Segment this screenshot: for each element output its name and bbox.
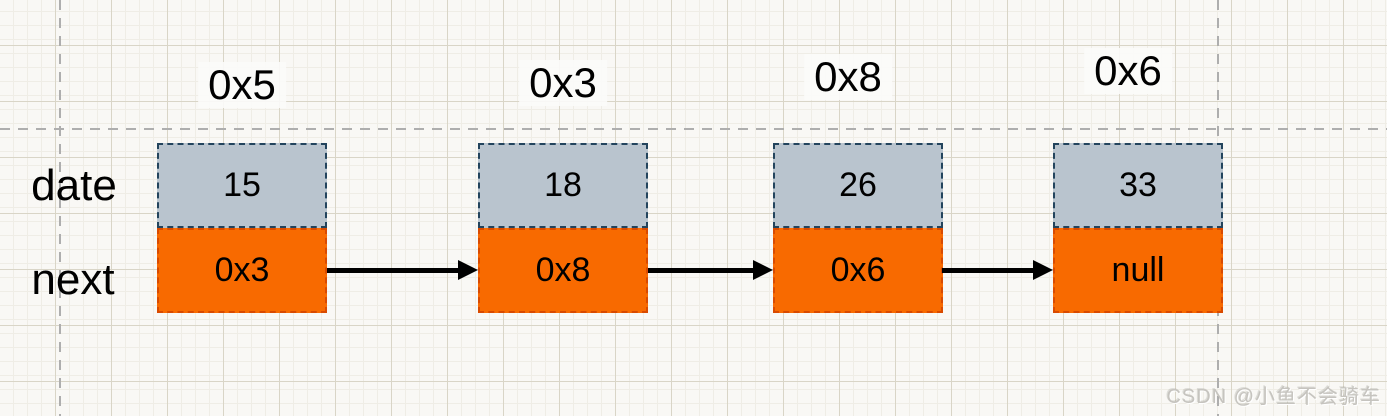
node-next-cell: null (1053, 228, 1223, 313)
linked-list-node: 15 0x3 (157, 143, 327, 313)
next-pointer-arrow-line (942, 268, 1035, 273)
next-pointer-arrow-head-icon (753, 260, 773, 280)
linked-list-node: 18 0x8 (478, 143, 648, 313)
next-pointer-arrow-head-icon (458, 260, 478, 280)
linked-list-node: 33 null (1053, 143, 1223, 313)
node-address-label: 0x8 (804, 53, 892, 101)
linked-list-node: 26 0x6 (773, 143, 943, 313)
csdn-watermark: CSDN @小鱼不会骑车 (1166, 386, 1381, 408)
row-label-date: date (31, 161, 117, 210)
node-date-cell: 33 (1053, 143, 1223, 228)
node-next-cell: 0x8 (478, 228, 648, 313)
node-date-cell: 26 (773, 143, 943, 228)
node-next-cell: 0x3 (157, 228, 327, 313)
node-address-label: 0x3 (519, 59, 607, 107)
left-vertical-dashed-guide (59, 0, 61, 416)
next-pointer-arrow-line (648, 268, 755, 273)
row-label-next: next (31, 255, 115, 304)
next-pointer-arrow-head-icon (1033, 260, 1053, 280)
node-date-cell: 15 (157, 143, 327, 228)
node-address-label: 0x6 (1084, 47, 1172, 95)
node-date-cell: 18 (478, 143, 648, 228)
horizontal-dashed-guide (0, 128, 1387, 130)
node-next-cell: 0x6 (773, 228, 943, 313)
node-address-label: 0x5 (198, 61, 286, 109)
next-pointer-arrow-line (327, 268, 460, 273)
